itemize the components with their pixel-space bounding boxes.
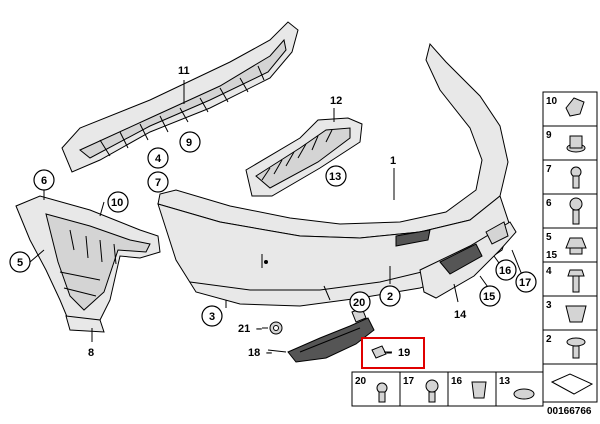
callout-4: 4 xyxy=(155,153,162,165)
callout-15: 15 xyxy=(483,291,495,303)
svg-text:–: – xyxy=(266,347,272,359)
part-11-bumper-carrier xyxy=(61,21,299,173)
callout-21: 21 xyxy=(238,323,250,335)
speed-nut-icon xyxy=(565,237,587,255)
callout-9: 9 xyxy=(186,137,192,149)
legend-15: 15 xyxy=(546,250,558,261)
part-21-nut xyxy=(269,321,283,335)
callout-13: 13 xyxy=(329,171,341,183)
part-14-reflector-bracket xyxy=(419,221,517,299)
legend-4: 4 xyxy=(546,266,552,277)
legend-10: 10 xyxy=(546,96,558,107)
callout-5: 5 xyxy=(17,257,23,269)
nut-13-icon xyxy=(513,388,535,400)
screw-20-icon xyxy=(376,382,388,403)
bottom-legend-13: 13 xyxy=(499,376,511,387)
callout-9-circle xyxy=(179,131,201,153)
bottom-legend-20: 20 xyxy=(355,376,367,387)
callout-4-circle xyxy=(147,147,169,169)
callout-11: 11 xyxy=(178,65,190,77)
callout-14: 14 xyxy=(454,309,467,321)
legend-7: 7 xyxy=(546,164,552,175)
clip-16-icon xyxy=(471,381,487,399)
callout-16-circle xyxy=(495,259,517,281)
callout-5-circle xyxy=(9,251,31,273)
callout-8: 8 xyxy=(88,347,94,359)
callout-3: 3 xyxy=(209,311,215,323)
callout-16: 16 xyxy=(499,265,511,277)
part-12-insert xyxy=(245,117,363,197)
callout-7: 7 xyxy=(155,177,161,189)
screw-17-icon xyxy=(425,379,439,403)
callout-13-circle xyxy=(325,165,347,187)
part-18-reflector-strip xyxy=(287,317,375,363)
callout-17-circle xyxy=(515,271,537,293)
diagram-number: 00166766 xyxy=(547,406,592,417)
legend-2: 2 xyxy=(546,334,552,345)
callout-19: 19 xyxy=(398,347,410,359)
callout-10: 10 xyxy=(111,197,123,209)
callout-6-circle xyxy=(33,169,55,191)
legend-5: 5 xyxy=(546,232,552,243)
bolt-icon xyxy=(567,269,585,293)
callout-20-circle xyxy=(349,291,371,313)
legend-6: 6 xyxy=(546,198,552,209)
spring-nut-icon xyxy=(565,305,587,323)
part-6-side-bracket xyxy=(15,195,161,333)
bottom-row-legend: 20 17 16 13 xyxy=(351,371,544,407)
right-column-legend: 10 9 7 6 5 15 4 3 2 xyxy=(542,91,598,417)
callout-1: 1 xyxy=(390,155,396,167)
grommet-icon xyxy=(566,135,586,153)
callout-10-circle xyxy=(107,191,129,213)
callout-18: 18 xyxy=(248,347,260,359)
expanding-rivet-icon xyxy=(570,166,582,189)
callout-15-circle xyxy=(479,285,501,307)
part-19-highlight-box xyxy=(361,337,425,369)
legend-3: 3 xyxy=(546,300,552,311)
bottom-legend-17: 17 xyxy=(403,376,415,387)
svg-text:–: – xyxy=(386,347,392,359)
callout-6: 6 xyxy=(41,175,47,187)
screw-icon xyxy=(569,197,583,225)
shim-plate-icon xyxy=(550,373,594,395)
push-pin-icon xyxy=(566,337,586,359)
callout-17: 17 xyxy=(519,277,531,289)
callout-12: 12 xyxy=(330,95,342,107)
legend-9: 9 xyxy=(546,130,552,141)
bottom-legend-16: 16 xyxy=(451,376,463,387)
callout-2: 2 xyxy=(387,291,393,303)
part-19-clip xyxy=(361,337,425,369)
callouts: 11 9 12 13 1 4 7 6 10 5 8 3 2 14 15 16 1… xyxy=(9,65,537,359)
callout-20: 20 xyxy=(353,297,365,309)
callout-2-circle xyxy=(379,285,401,307)
clip-icon xyxy=(565,97,585,117)
callout-7-circle xyxy=(147,171,169,193)
callout-3-circle xyxy=(201,305,223,327)
svg-text:–: – xyxy=(256,323,262,335)
